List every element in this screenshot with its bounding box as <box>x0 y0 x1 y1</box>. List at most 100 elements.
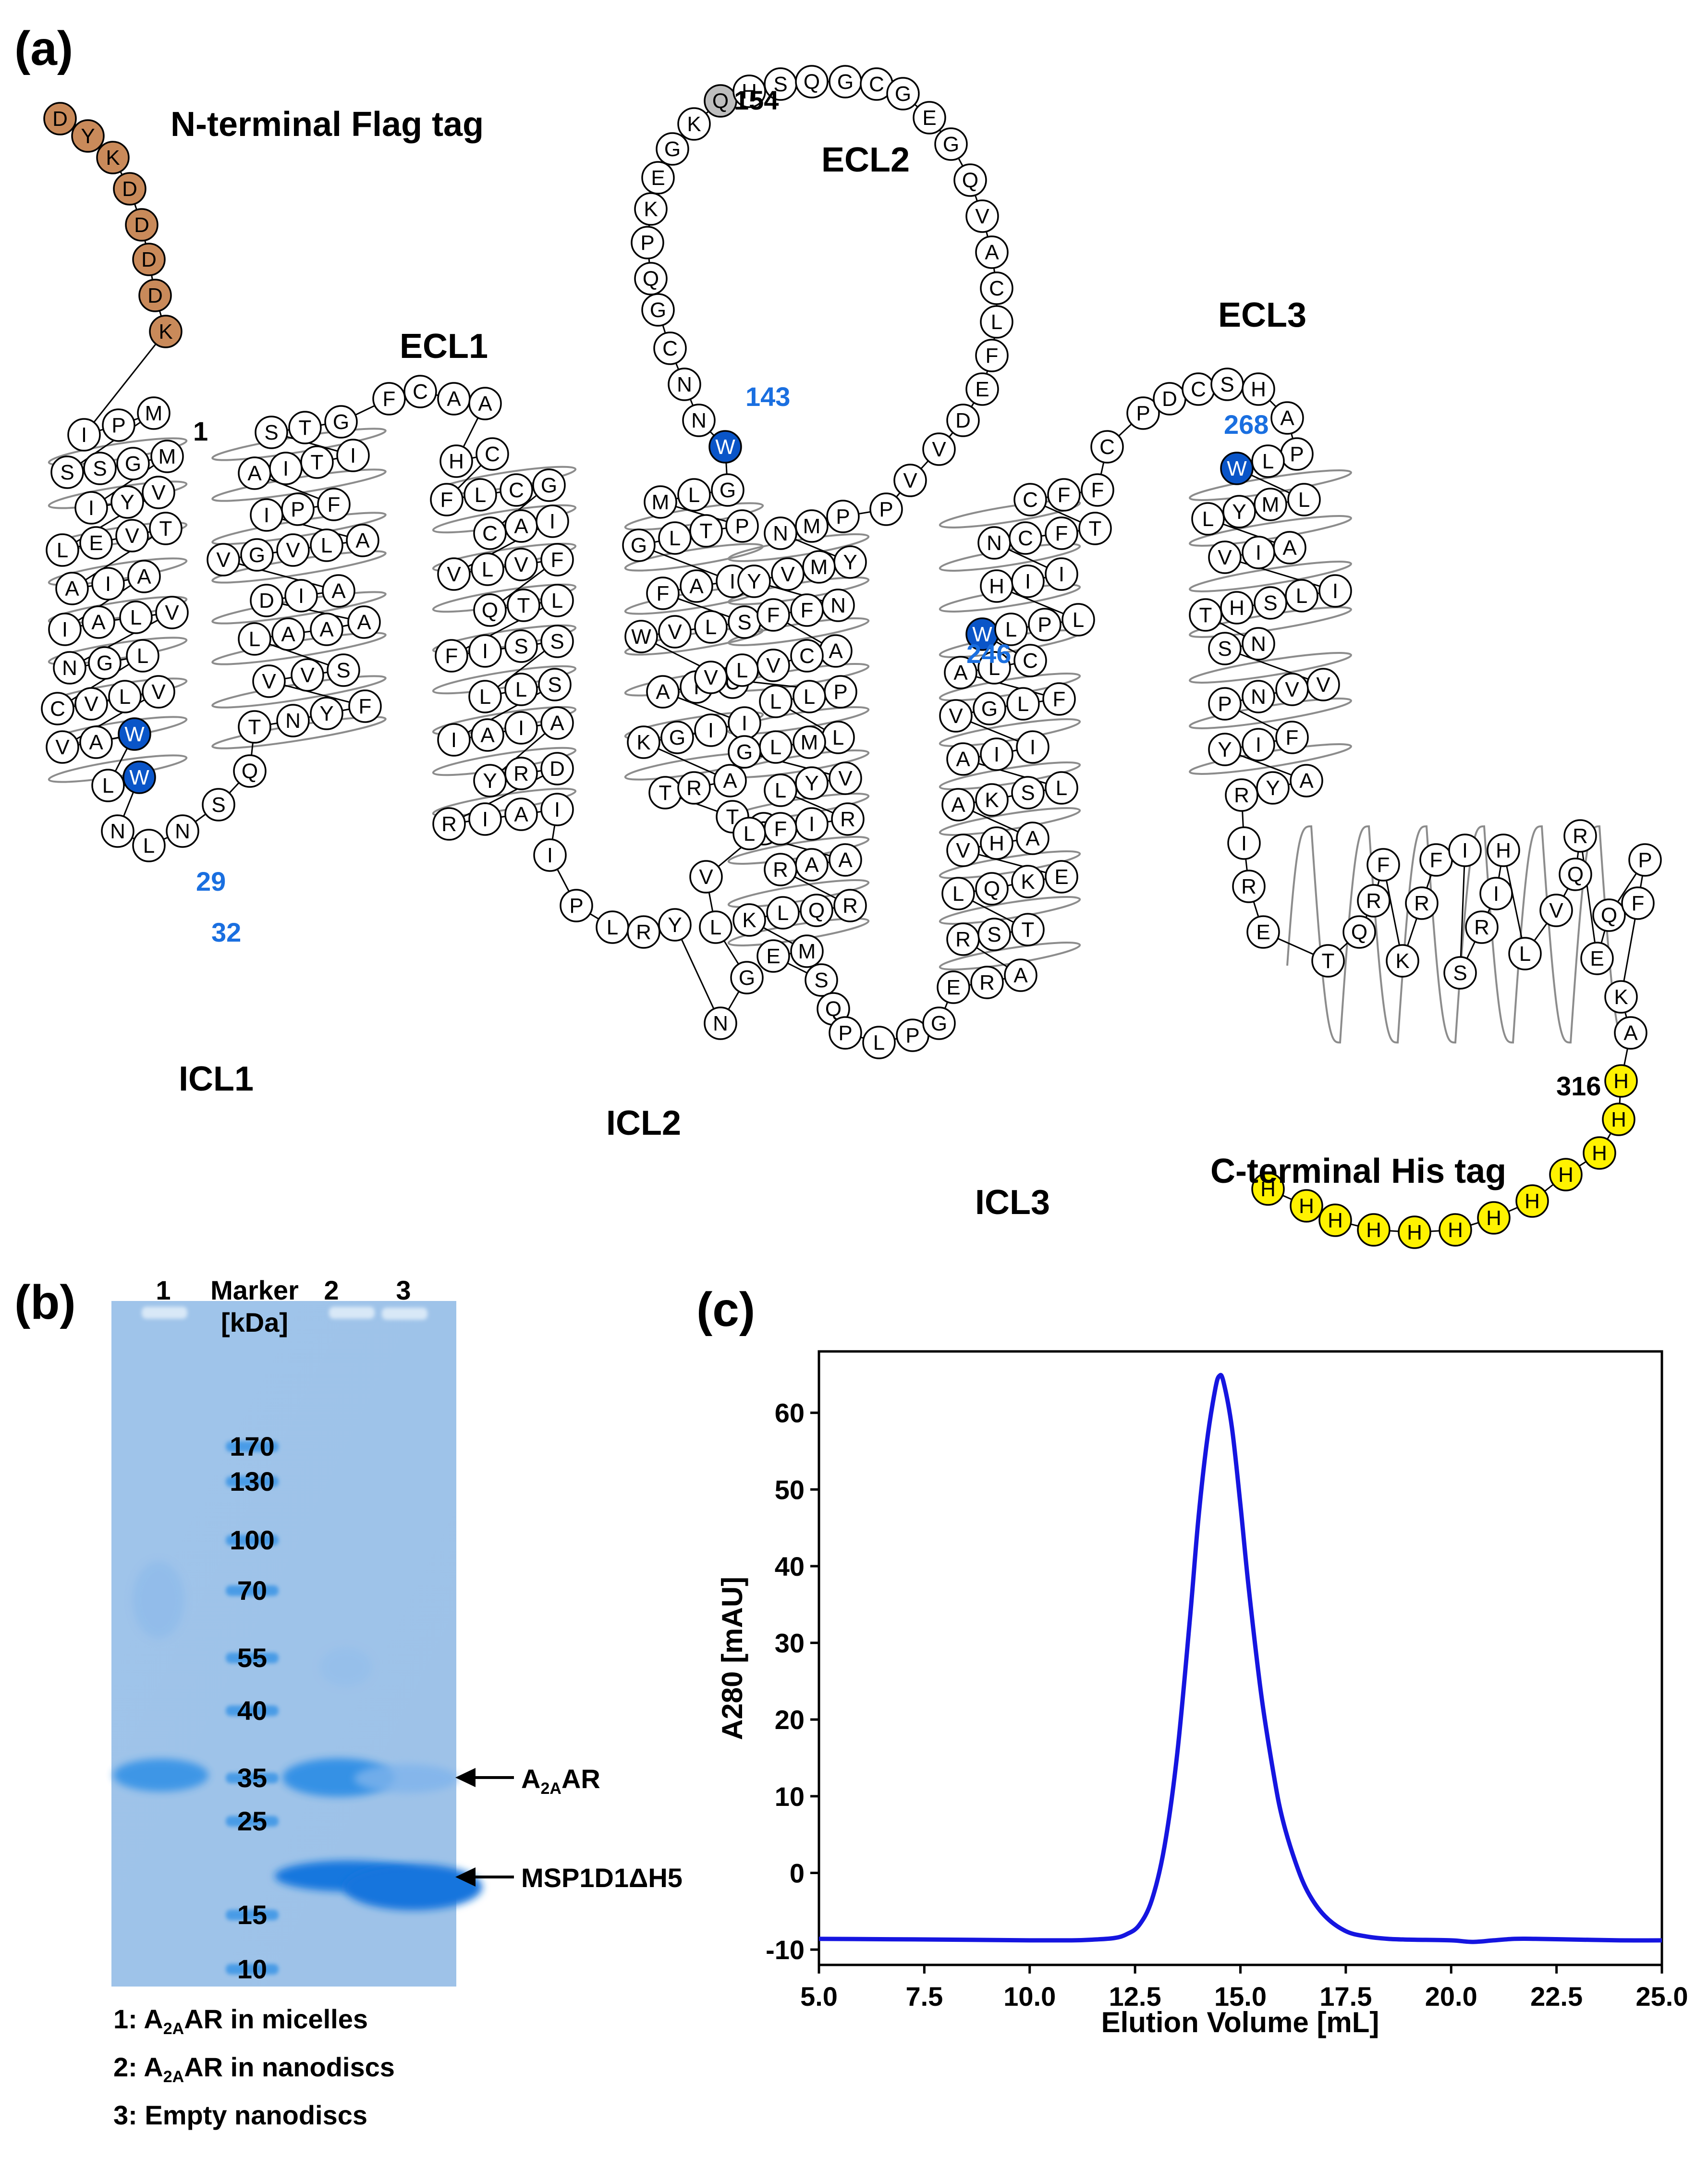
svg-text:L: L <box>832 726 844 749</box>
svg-text:P: P <box>1290 442 1304 466</box>
svg-text:F: F <box>774 817 787 841</box>
residue-K: K <box>634 192 668 226</box>
svg-text:I: I <box>1332 579 1338 603</box>
residue-A: A <box>468 387 502 420</box>
svg-text:I: I <box>350 444 356 467</box>
residue-Q: Q <box>1342 915 1376 949</box>
residue-H: H <box>1290 1189 1323 1223</box>
residue-F: F <box>1042 682 1076 716</box>
residue-D: D <box>250 584 283 617</box>
residue-I: I <box>1479 877 1513 910</box>
svg-text:N: N <box>987 531 1002 555</box>
residue-number-316: 316 <box>1556 1071 1601 1101</box>
svg-text:H: H <box>1613 1069 1629 1093</box>
svg-text:I: I <box>451 728 457 752</box>
residue-K: K <box>149 315 183 348</box>
svg-text:I: I <box>1025 570 1031 593</box>
svg-text:E: E <box>651 166 665 190</box>
residue-T: T <box>1011 913 1045 946</box>
svg-text:L: L <box>102 774 114 797</box>
residue-F: F <box>1366 848 1400 882</box>
svg-text:D: D <box>141 248 157 271</box>
helix-turn <box>939 718 1081 747</box>
svg-text:W: W <box>1227 457 1247 480</box>
svg-text:I: I <box>518 716 524 740</box>
residue-G: G <box>973 692 1006 725</box>
svg-text:L: L <box>119 685 131 709</box>
a2aar-band-label: A2AAR <box>521 1764 600 1798</box>
svg-text:A: A <box>357 611 371 634</box>
ecl1-label: ECL1 <box>400 327 488 366</box>
residue-F: F <box>1419 843 1453 877</box>
svg-text:Y: Y <box>843 551 857 574</box>
svg-text:V: V <box>1285 678 1299 701</box>
residue-K: K <box>975 783 1009 817</box>
svg-text:L: L <box>551 589 563 613</box>
residue-S: S <box>1210 368 1244 401</box>
residue-L: L <box>108 680 142 713</box>
marker-unit-label: [kDa] <box>221 1307 288 1337</box>
marker-band-label: 55 <box>237 1643 267 1673</box>
residue-T: T <box>238 710 271 744</box>
svg-text:H: H <box>1407 1221 1422 1244</box>
svg-text:P: P <box>838 1021 852 1045</box>
residue-L: L <box>468 680 502 713</box>
svg-text:T: T <box>1322 949 1335 973</box>
residue-H: H <box>1487 834 1520 867</box>
residue-G: G <box>641 293 675 327</box>
residue-G: G <box>934 127 968 161</box>
residue-N: N <box>704 1006 737 1040</box>
nterm-label: N-terminal Flag tag <box>171 105 484 144</box>
svg-text:S: S <box>548 673 561 697</box>
svg-text:F: F <box>551 548 564 572</box>
marker-band-label: 40 <box>237 1695 267 1726</box>
residue-E: E <box>1580 942 1614 975</box>
residue-S: S <box>1011 776 1045 810</box>
residue-C: C <box>1009 521 1042 555</box>
svg-text:L: L <box>705 615 717 639</box>
svg-text:P: P <box>1037 613 1051 637</box>
residue-A: A <box>271 617 305 651</box>
svg-text:H: H <box>1251 378 1266 401</box>
svg-text:H: H <box>989 575 1004 598</box>
svg-text:G: G <box>97 651 113 675</box>
residue-D: D <box>138 279 172 312</box>
svg-text:M: M <box>145 402 163 425</box>
svg-text:L: L <box>1056 776 1067 800</box>
residue-C: C <box>403 375 437 408</box>
residue-I: I <box>980 737 1013 771</box>
svg-text:L: L <box>1262 450 1274 473</box>
gel-legend-item-1: 1: A2AAR in micelles <box>113 2004 368 2038</box>
svg-text:A: A <box>550 711 564 735</box>
residue-W: W <box>708 430 742 464</box>
svg-text:A: A <box>1282 536 1297 560</box>
residue-V: V <box>115 519 149 552</box>
svg-text:A: A <box>1025 827 1040 850</box>
svg-text:F: F <box>328 493 341 516</box>
x-tick-label: 7.5 <box>905 1981 943 2012</box>
x-tick-label: 12.5 <box>1109 1981 1161 2012</box>
residue-L: L <box>1251 444 1285 478</box>
msp-band-label: MSP1D1ΔH5 <box>521 1863 683 1893</box>
residue-A: A <box>540 706 574 740</box>
residue-V: V <box>46 730 79 764</box>
svg-text:W: W <box>715 435 735 459</box>
svg-text:P: P <box>735 515 749 538</box>
residue-G: G <box>88 646 122 680</box>
svg-text:L: L <box>1073 608 1084 632</box>
ecl3-label: ECL3 <box>1218 296 1306 334</box>
residue-G: G <box>656 132 689 166</box>
svg-text:Q: Q <box>242 760 258 783</box>
residue-L: L <box>821 721 855 754</box>
residue-S: S <box>50 455 84 489</box>
residue-F: F <box>1045 516 1078 550</box>
svg-text:R: R <box>1234 784 1249 807</box>
residue-A: A <box>1290 764 1323 797</box>
residue-V: V <box>689 860 723 894</box>
y-tick-label: 40 <box>775 1551 805 1582</box>
residue-L: L <box>732 817 766 850</box>
residue-R: R <box>677 771 711 805</box>
svg-text:G: G <box>249 543 265 567</box>
residue-I: I <box>1242 536 1275 569</box>
